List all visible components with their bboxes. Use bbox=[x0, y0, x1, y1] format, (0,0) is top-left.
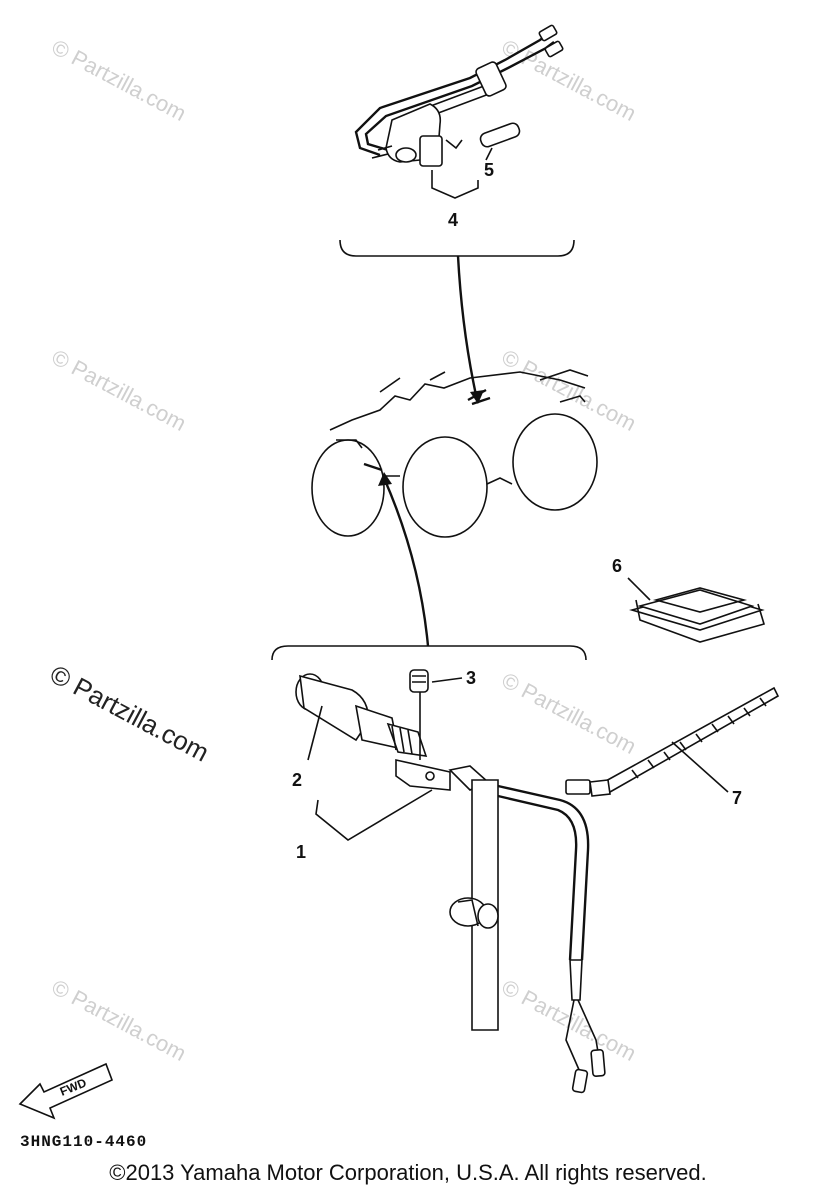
callout-2: 2 bbox=[292, 770, 302, 790]
top-leader-arrow bbox=[456, 255, 478, 396]
watermark-left-dark: © Partzilla.com bbox=[45, 659, 214, 768]
top-bracket bbox=[339, 239, 575, 257]
fwd-arrow: FWD bbox=[18, 1062, 114, 1120]
callout-6: 6 bbox=[612, 556, 622, 576]
callout-1: 1 bbox=[296, 842, 306, 862]
part-7-cable-tie bbox=[565, 686, 780, 797]
watermarks: © Partzilla.com © Partzilla.com © Partzi… bbox=[45, 34, 640, 1066]
watermark-mid-right: © Partzilla.com bbox=[498, 344, 641, 436]
bottom-bracket bbox=[271, 645, 587, 661]
watermark-mid-left: © Partzilla.com bbox=[48, 344, 191, 436]
handlebar-bracket bbox=[449, 779, 606, 1094]
callout-7: 7 bbox=[732, 788, 742, 808]
watermark-top-left: © Partzilla.com bbox=[48, 34, 191, 126]
leader-1 bbox=[315, 789, 433, 841]
leader-3 bbox=[431, 677, 463, 683]
leader-2 bbox=[307, 705, 323, 761]
switch-assembly bbox=[295, 669, 490, 791]
callout-5: 5 bbox=[484, 160, 494, 180]
part-6-pad bbox=[627, 577, 766, 643]
callout-4: 4 bbox=[448, 210, 458, 230]
atv-outline bbox=[311, 369, 598, 538]
watermark-top-right: © Partzilla.com bbox=[498, 34, 641, 126]
callout-3: 3 bbox=[466, 668, 476, 688]
relay-assembly bbox=[354, 24, 564, 199]
drawing-code: 3HNG110-4460 bbox=[20, 1133, 147, 1151]
watermark-bottom-right: © Partzilla.com bbox=[498, 974, 641, 1066]
copyright-notice: ©2013 Yamaha Motor Corporation, U.S.A. A… bbox=[109, 1160, 707, 1185]
watermark-lower-right: © Partzilla.com bbox=[498, 667, 641, 759]
bottom-leader-arrow bbox=[382, 477, 430, 647]
watermark-bottom-left: © Partzilla.com bbox=[48, 974, 191, 1066]
